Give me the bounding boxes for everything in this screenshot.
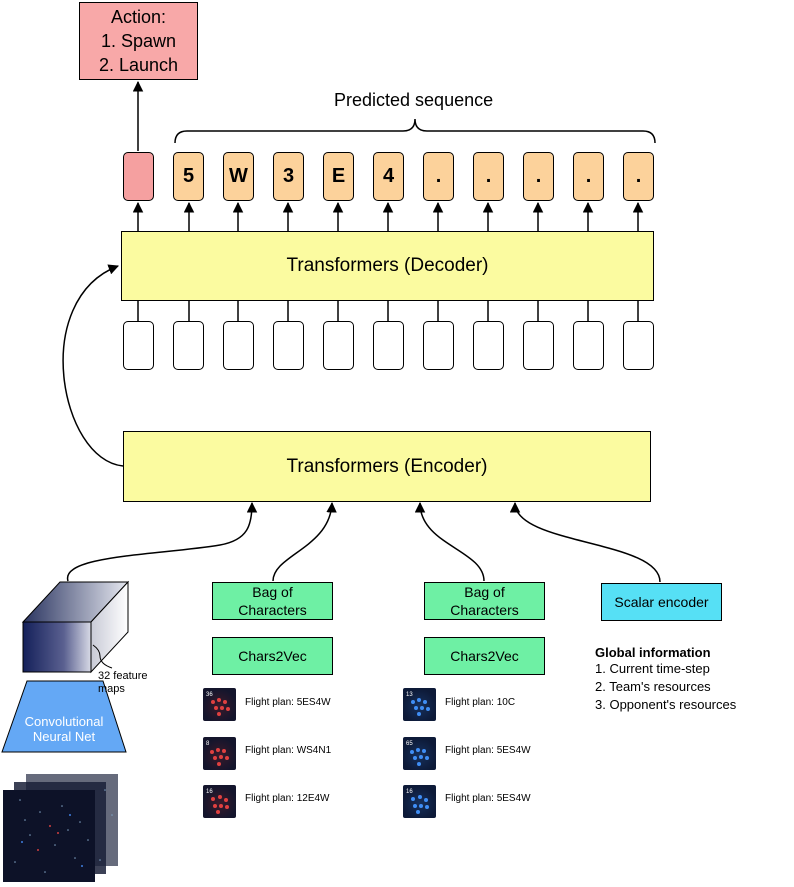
flight-thumbnail: 65	[403, 737, 436, 770]
scalar-to-encoder-arrow	[509, 501, 661, 583]
cnn-label: Convolutional Neural Net	[24, 714, 104, 744]
decoder-input-slot	[173, 321, 204, 370]
token: 4	[373, 152, 404, 201]
token: .	[523, 152, 554, 201]
action-launch: 2. Launch	[98, 55, 179, 75]
decoder-input-slot	[223, 321, 254, 370]
chars2vec-left: Chars2Vec	[212, 637, 333, 675]
input-map-stack	[3, 774, 118, 882]
flight-plan-text: Flight plan: 10C	[445, 697, 516, 708]
scalar-encoder-box: Scalar encoder	[601, 583, 722, 621]
cnn-trapezoid	[1, 680, 127, 753]
token: .	[623, 152, 654, 201]
decoder-input-slot	[473, 321, 504, 370]
flight-thumbnail: 16	[403, 785, 436, 818]
cnn-to-encoder-arrow	[67, 501, 258, 582]
decoder-input-slot	[373, 321, 404, 370]
flight-thumbnail: 13	[403, 688, 436, 721]
bag-of-characters-right: Bag of Characters	[424, 582, 545, 620]
global-information-title: Global information	[595, 645, 711, 660]
decoder-input-slot	[573, 321, 604, 370]
global-information-item: 2. Team's resources	[595, 679, 711, 694]
token: .	[473, 152, 504, 201]
decoder-box: Transformers (Decoder)	[121, 231, 654, 301]
flight-thumbnail: 8	[203, 737, 236, 770]
decoder-input-slot	[623, 321, 654, 370]
thumbnail-badge: 13	[406, 692, 413, 698]
flight-thumbnail: 36	[203, 688, 236, 721]
bag1-to-encoder-arrow	[272, 501, 337, 582]
global-information-item: 3. Opponent's resources	[595, 697, 737, 712]
chars2vec-right: Chars2Vec	[424, 637, 545, 675]
feature-map-block	[21, 580, 130, 674]
token: .	[573, 152, 604, 201]
chars2vec-label: Chars2Vec	[238, 648, 307, 664]
action-title: Action:	[110, 7, 167, 27]
decoder-input-slot	[123, 321, 154, 370]
flight-plan-text: Flight plan: 12E4W	[245, 793, 330, 804]
bag-of-characters-left: Bag of Characters	[212, 582, 333, 620]
encoder-box: Transformers (Encoder)	[123, 431, 651, 502]
decoder-label: Transformers (Decoder)	[286, 255, 489, 276]
feature-maps-label: 32 feature maps	[98, 670, 148, 695]
encoder-to-decoder-arrow	[62, 264, 124, 467]
token: 5	[173, 152, 204, 201]
decoder-input-slot	[423, 321, 454, 370]
global-information-item: 1. Current time-step	[595, 661, 710, 676]
predicted-sequence-label: Predicted sequence	[334, 90, 494, 110]
decoder-input-lines	[137, 301, 639, 321]
action-token	[123, 152, 154, 201]
decoder-input-slot	[273, 321, 304, 370]
token: 3	[273, 152, 304, 201]
token: W	[223, 152, 254, 201]
thumbnail-badge: 8	[206, 741, 210, 747]
chars2vec-label: Chars2Vec	[450, 648, 519, 664]
thumbnail-badge: 65	[406, 741, 413, 747]
thumbnail-badge: 16	[206, 789, 213, 795]
thumbnail-badge: 36	[206, 692, 213, 698]
encoder-label: Transformers (Encoder)	[286, 455, 488, 477]
decoder-input-slot	[523, 321, 554, 370]
thumbnail-badge: 16	[406, 789, 413, 795]
token: E	[323, 152, 354, 201]
action-box: Action: 1. Spawn 2. Launch	[79, 2, 198, 80]
global-information: Global information 1. Current time-step …	[595, 645, 736, 714]
flight-plan-text: Flight plan: 5ES4W	[445, 745, 531, 756]
flight-plan-text: Flight plan: WS4N1	[245, 745, 332, 756]
feature-map-brace	[92, 644, 113, 669]
sequence-brace	[174, 118, 656, 144]
scalar-encoder-label: Scalar encoder	[614, 594, 709, 610]
action-spawn: 1. Spawn	[100, 31, 177, 51]
bag2-to-encoder-arrow	[414, 501, 485, 582]
decoder-input-slot	[323, 321, 354, 370]
bag-label: Bag of Characters	[238, 584, 307, 618]
token: .	[423, 152, 454, 201]
flight-plan-text: Flight plan: 5ES4W	[245, 697, 331, 708]
bag-label: Bag of Characters	[450, 584, 519, 618]
flight-thumbnail: 16	[203, 785, 236, 818]
flight-plan-text: Flight plan: 5ES4W	[445, 793, 531, 804]
decoder-output-arrows	[132, 201, 644, 231]
